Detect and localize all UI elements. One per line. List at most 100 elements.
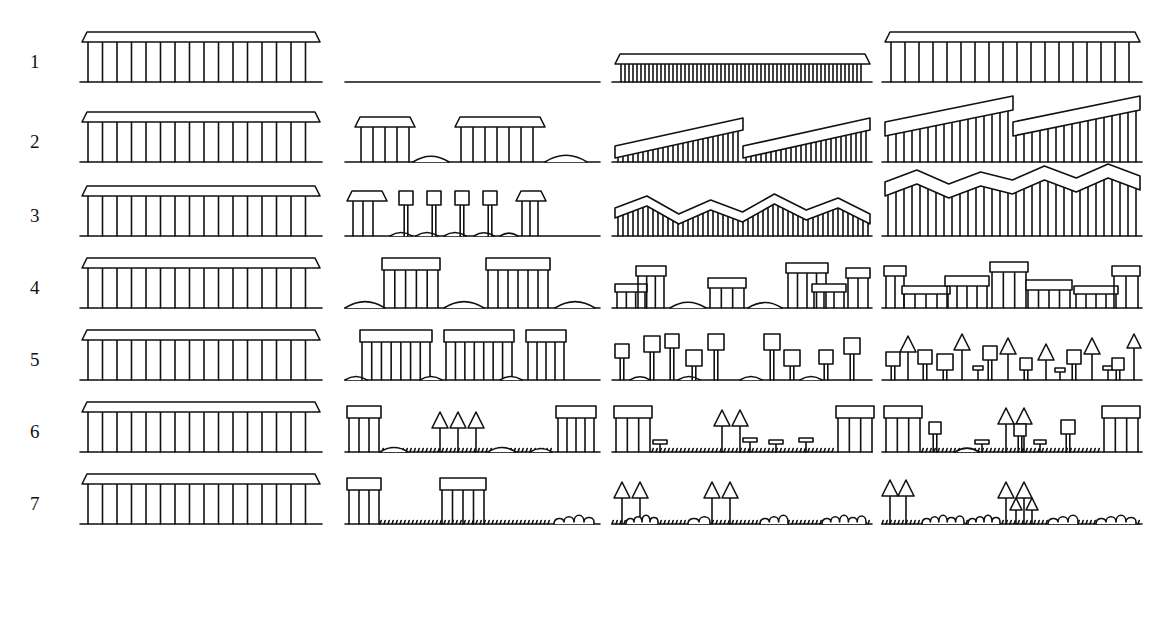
block-post — [885, 418, 887, 452]
triangle-crown — [714, 410, 730, 426]
house-post — [688, 64, 690, 82]
ground-line — [882, 81, 1142, 83]
pillar-post — [773, 350, 775, 380]
roof-post — [1007, 193, 1009, 236]
block-top — [708, 278, 746, 288]
roof-post — [919, 129, 921, 162]
roof-post — [692, 141, 694, 162]
roof-post — [983, 187, 985, 236]
house-post — [362, 201, 364, 236]
roof-post — [672, 221, 674, 236]
block-top — [360, 330, 432, 342]
block-top — [347, 478, 381, 490]
block-post — [452, 490, 454, 524]
roof-post — [617, 217, 619, 236]
house-post — [804, 64, 806, 82]
roof-post — [1039, 182, 1041, 236]
settlement-scene — [80, 32, 322, 82]
tree-post — [721, 426, 723, 452]
roof-post — [862, 220, 864, 236]
roof-post — [737, 220, 739, 236]
house-post — [372, 127, 374, 162]
pillar-head — [764, 334, 780, 350]
mound — [488, 448, 516, 452]
block-post — [462, 490, 464, 524]
house-post — [1044, 42, 1046, 82]
block-post — [991, 272, 993, 308]
settlement-scene — [345, 191, 600, 236]
house-post — [247, 268, 249, 308]
pillar-head — [615, 344, 629, 358]
settlement-scene — [882, 96, 1142, 162]
house-post — [360, 127, 362, 162]
block-post — [527, 342, 529, 380]
pillar-head — [886, 352, 900, 366]
house-post — [116, 268, 118, 308]
table-post — [805, 442, 807, 452]
block-post — [348, 418, 350, 452]
house-post — [740, 64, 742, 82]
mound — [390, 232, 412, 236]
roof-post — [1095, 119, 1097, 162]
pillar-post — [894, 366, 896, 380]
bush — [968, 515, 1000, 524]
house-post — [174, 268, 176, 308]
house-post — [700, 64, 702, 82]
roof-post — [765, 153, 767, 162]
roof-post — [1127, 185, 1129, 236]
house-post — [145, 42, 147, 82]
pillar-post — [987, 360, 989, 380]
folded-roof — [885, 164, 1140, 198]
house-post — [672, 64, 674, 82]
house-post — [808, 64, 810, 82]
block-post — [400, 342, 402, 380]
house-post — [532, 127, 534, 162]
mound — [545, 155, 587, 162]
house-post — [247, 412, 249, 452]
roof-post — [777, 206, 779, 236]
block-post — [709, 288, 711, 308]
roof-post — [827, 212, 829, 236]
roof-post — [727, 133, 729, 162]
block-top — [614, 406, 652, 418]
block-post — [823, 292, 825, 308]
block-post — [986, 286, 988, 308]
house-post — [836, 64, 838, 82]
block-post — [1059, 290, 1061, 308]
pillar-head — [483, 191, 497, 205]
block-top — [556, 406, 596, 418]
triangle-crown — [954, 334, 970, 350]
block-post — [426, 270, 428, 308]
block-post — [464, 342, 466, 380]
house-post — [704, 64, 706, 82]
block-top — [1026, 280, 1072, 290]
house-roof — [82, 32, 320, 42]
pillar-post — [1115, 370, 1117, 380]
roof-post — [842, 210, 844, 236]
pillar-head — [983, 346, 997, 360]
house-post — [484, 127, 486, 162]
house-post — [276, 484, 278, 524]
block-top — [486, 258, 550, 270]
block-post — [649, 418, 651, 452]
house-post — [692, 64, 694, 82]
table-top — [653, 440, 667, 444]
roof-post — [825, 140, 827, 162]
block-top — [444, 330, 514, 342]
settlement-scene — [882, 480, 1142, 524]
house-post — [160, 412, 162, 452]
roof-post — [1111, 116, 1113, 162]
roof-post — [1055, 184, 1057, 236]
settlement-scene — [612, 194, 872, 236]
house-post — [1072, 42, 1074, 82]
roof-post — [1095, 183, 1097, 236]
roof-post — [967, 191, 969, 236]
house-post — [203, 340, 205, 380]
roof-post — [1111, 179, 1113, 236]
roof-post — [935, 192, 937, 236]
house-post — [160, 268, 162, 308]
settlement-scene — [345, 82, 600, 83]
pillar-post — [926, 364, 928, 380]
house-post — [145, 484, 147, 524]
house-post — [904, 42, 906, 82]
